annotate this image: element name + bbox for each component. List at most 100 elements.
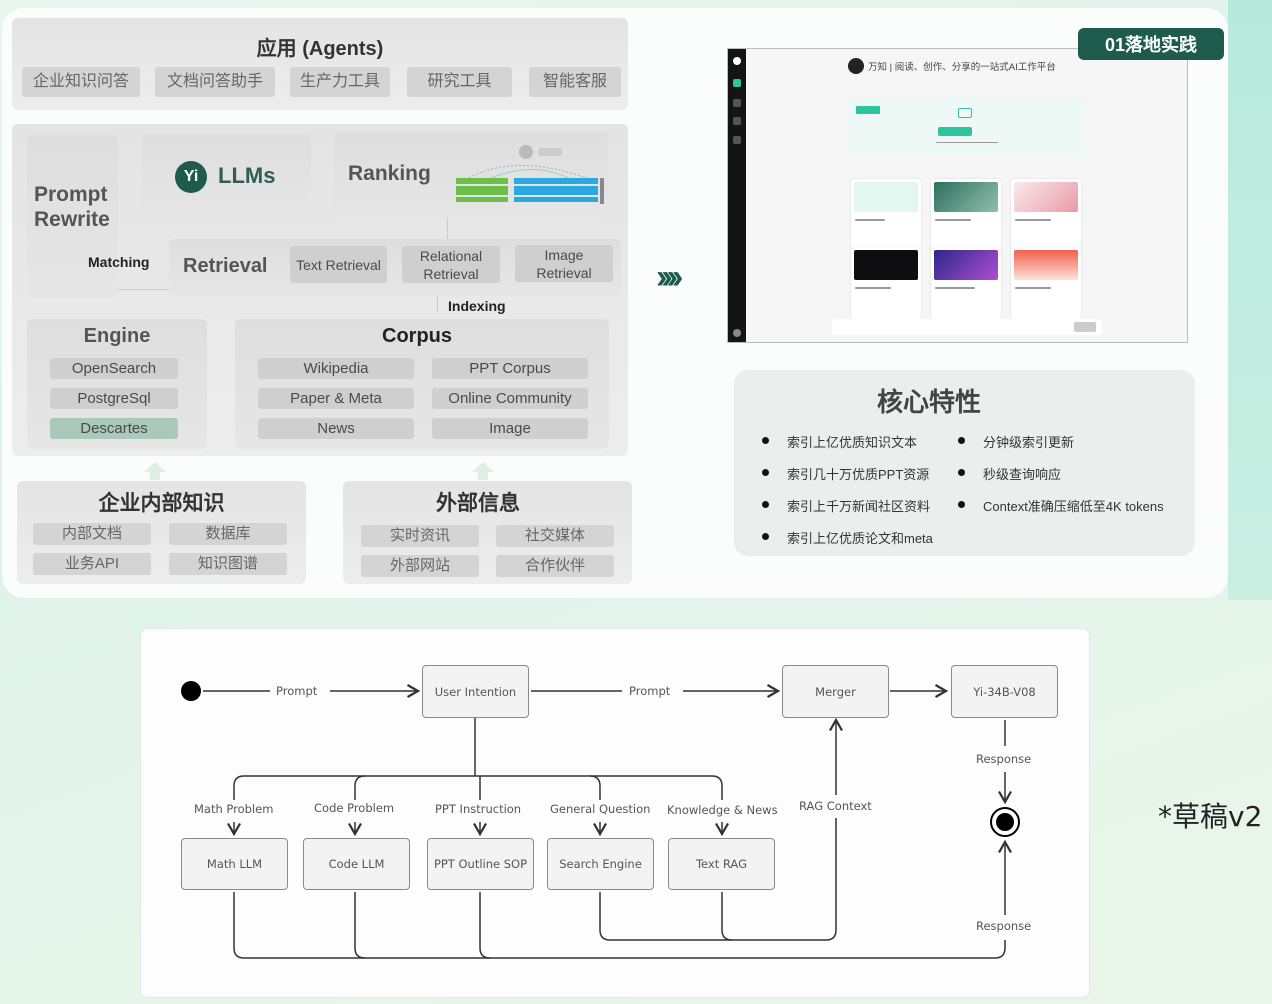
mock-template-card [1011, 247, 1081, 319]
mock-thumb [1014, 250, 1078, 280]
corpus-chip: Wikipedia [258, 358, 414, 379]
feature-item: Context准确压缩低至4K tokens [958, 496, 1164, 515]
mock-text-line [935, 219, 971, 221]
mock-folder-icon [958, 108, 972, 118]
branch-label: Code Problem [311, 801, 398, 815]
mock-nav-icon [733, 136, 741, 144]
flow-edge [479, 892, 491, 959]
external-title: 外部信息 [436, 492, 520, 515]
mock-thumb [934, 182, 998, 212]
branch-label: PPT Instruction [432, 802, 525, 816]
background-accent [1228, 0, 1272, 600]
retrieval-chip: Text Retrieval [290, 246, 387, 283]
response-label: Response [973, 919, 1035, 933]
features-panel: 核心特性 索引上亿优质知识文本 索引几十万优质PPT资源 索引上千万新闻社区资料… [734, 370, 1195, 556]
code-llm-node: Code LLM [303, 838, 410, 890]
internal-chip: 业务API [33, 553, 151, 575]
external-chip: 社交媒体 [496, 525, 614, 547]
prompt-rewrite-label: Prompt Rewrite [34, 183, 110, 231]
mock-text-line [1015, 287, 1051, 289]
agents-title: 应用 (Agents) [256, 38, 384, 60]
mock-upload-area [848, 97, 1086, 155]
flow-edge [354, 775, 366, 800]
feature-item: 索引几十万优质PPT资源 [761, 464, 929, 483]
mock-template-card [1011, 179, 1081, 251]
ranking-label: Ranking [348, 162, 431, 185]
agents-panel: 应用 (Agents) 企业知识问答 文档问答助手 生产力工具 研究工具 智能客… [12, 18, 628, 110]
flow-edge [599, 818, 837, 941]
up-arrow-icon [472, 462, 494, 480]
engine-chip: OpenSearch [50, 358, 178, 379]
flow-edge [354, 892, 366, 959]
feature-item: 索引上亿优质论文和meta [762, 528, 933, 547]
engine-chip: PostgreSql [50, 388, 178, 409]
llms-label: LLMs [218, 163, 276, 188]
mock-template-card [851, 179, 921, 251]
mock-input-bar [832, 319, 1102, 335]
mock-text-line [855, 219, 885, 221]
mock-title: 万知 | 阅读、创作、分享的一站式AI工作平台 [868, 62, 1056, 73]
prompt-label: Prompt [626, 684, 674, 698]
branch-label: Knowledge & News [664, 803, 781, 817]
agent-chip: 研究工具 [407, 67, 512, 97]
mock-thumb [934, 250, 998, 280]
draft-note: *草稿v2 [1158, 800, 1263, 833]
llms-block: Yi LLMs [142, 134, 311, 216]
flow-edge [233, 775, 723, 800]
agent-chip: 企业知识问答 [22, 67, 140, 97]
mock-text-line [935, 287, 975, 289]
mock-tag [856, 106, 880, 114]
product-screenshot: 万知 | 阅读、创作、分享的一站式AI工作平台 [727, 48, 1188, 343]
mock-sidebar [728, 49, 746, 342]
internal-title: 企业内部知识 [98, 492, 225, 515]
prompt-rewrite-block: Prompt Rewrite [27, 135, 118, 298]
corpus-chip: Paper & Meta [258, 388, 414, 409]
practice-badge: 01落地实践 [1078, 28, 1224, 60]
start-node-icon [181, 681, 201, 701]
end-node-icon [990, 807, 1020, 837]
mock-template-card [931, 179, 1001, 251]
feature-item: 索引上亿优质知识文本 [761, 432, 917, 451]
merger-node: Merger [782, 665, 889, 718]
mock-template-card [931, 247, 1001, 319]
mock-thumb [1014, 182, 1078, 212]
mock-nav-icon [733, 99, 741, 107]
model-node: Yi-34B-V08 [951, 665, 1058, 718]
prompt-label: Prompt [273, 684, 321, 698]
ranking-block: Ranking [334, 132, 608, 218]
feature-item: 秒级查询响应 [957, 464, 1061, 483]
agent-chip: 生产力工具 [290, 67, 390, 97]
ranking-model-diagram-icon [456, 145, 604, 204]
corpus-chip: News [258, 418, 414, 439]
external-chip: 实时资讯 [361, 525, 479, 547]
up-arrow-icon [144, 462, 166, 480]
features-title: 核心特性 [876, 387, 981, 417]
engine-chip-highlighted: Descartes [50, 418, 178, 439]
corpus-block: Corpus Wikipedia Paper & Meta News PPT C… [235, 319, 609, 449]
math-llm-node: Math LLM [181, 838, 288, 890]
corpus-chip: Online Community [432, 388, 588, 409]
mock-template-card [851, 247, 921, 319]
retrieval-chip: Relational Retrieval [402, 246, 500, 283]
internal-knowledge-panel: 企业内部知识 内部文档 数据库 业务API 知识图谱 [17, 481, 306, 584]
mock-thumb [854, 250, 918, 280]
external-info-panel: 外部信息 实时资讯 社交媒体 外部网站 合作伙伴 [343, 481, 632, 584]
search-engine-node: Search Engine [547, 838, 654, 890]
response-label: Response [973, 752, 1035, 766]
ppt-outline-node: PPT Outline SOP [427, 838, 534, 890]
external-chip: 合作伙伴 [496, 555, 614, 577]
end-node-core-icon [996, 813, 1014, 831]
corpus-chip: Image [432, 418, 588, 439]
wanzhi-logo-icon [848, 58, 864, 74]
retrieval-label: Retrieval [183, 255, 268, 277]
feature-item: 索引上千万新闻社区资料 [761, 496, 930, 515]
mock-nav-icon [733, 79, 741, 87]
feature-item: 分钟级索引更新 [957, 432, 1074, 451]
agent-chip: 文档问答助手 [155, 67, 275, 97]
mock-send-button [1074, 322, 1096, 332]
mock-upload-button [938, 127, 972, 136]
retrieval-chip: Image Retrieval [515, 245, 613, 282]
mock-nav-icon [733, 117, 741, 125]
mock-text-line [936, 142, 998, 143]
